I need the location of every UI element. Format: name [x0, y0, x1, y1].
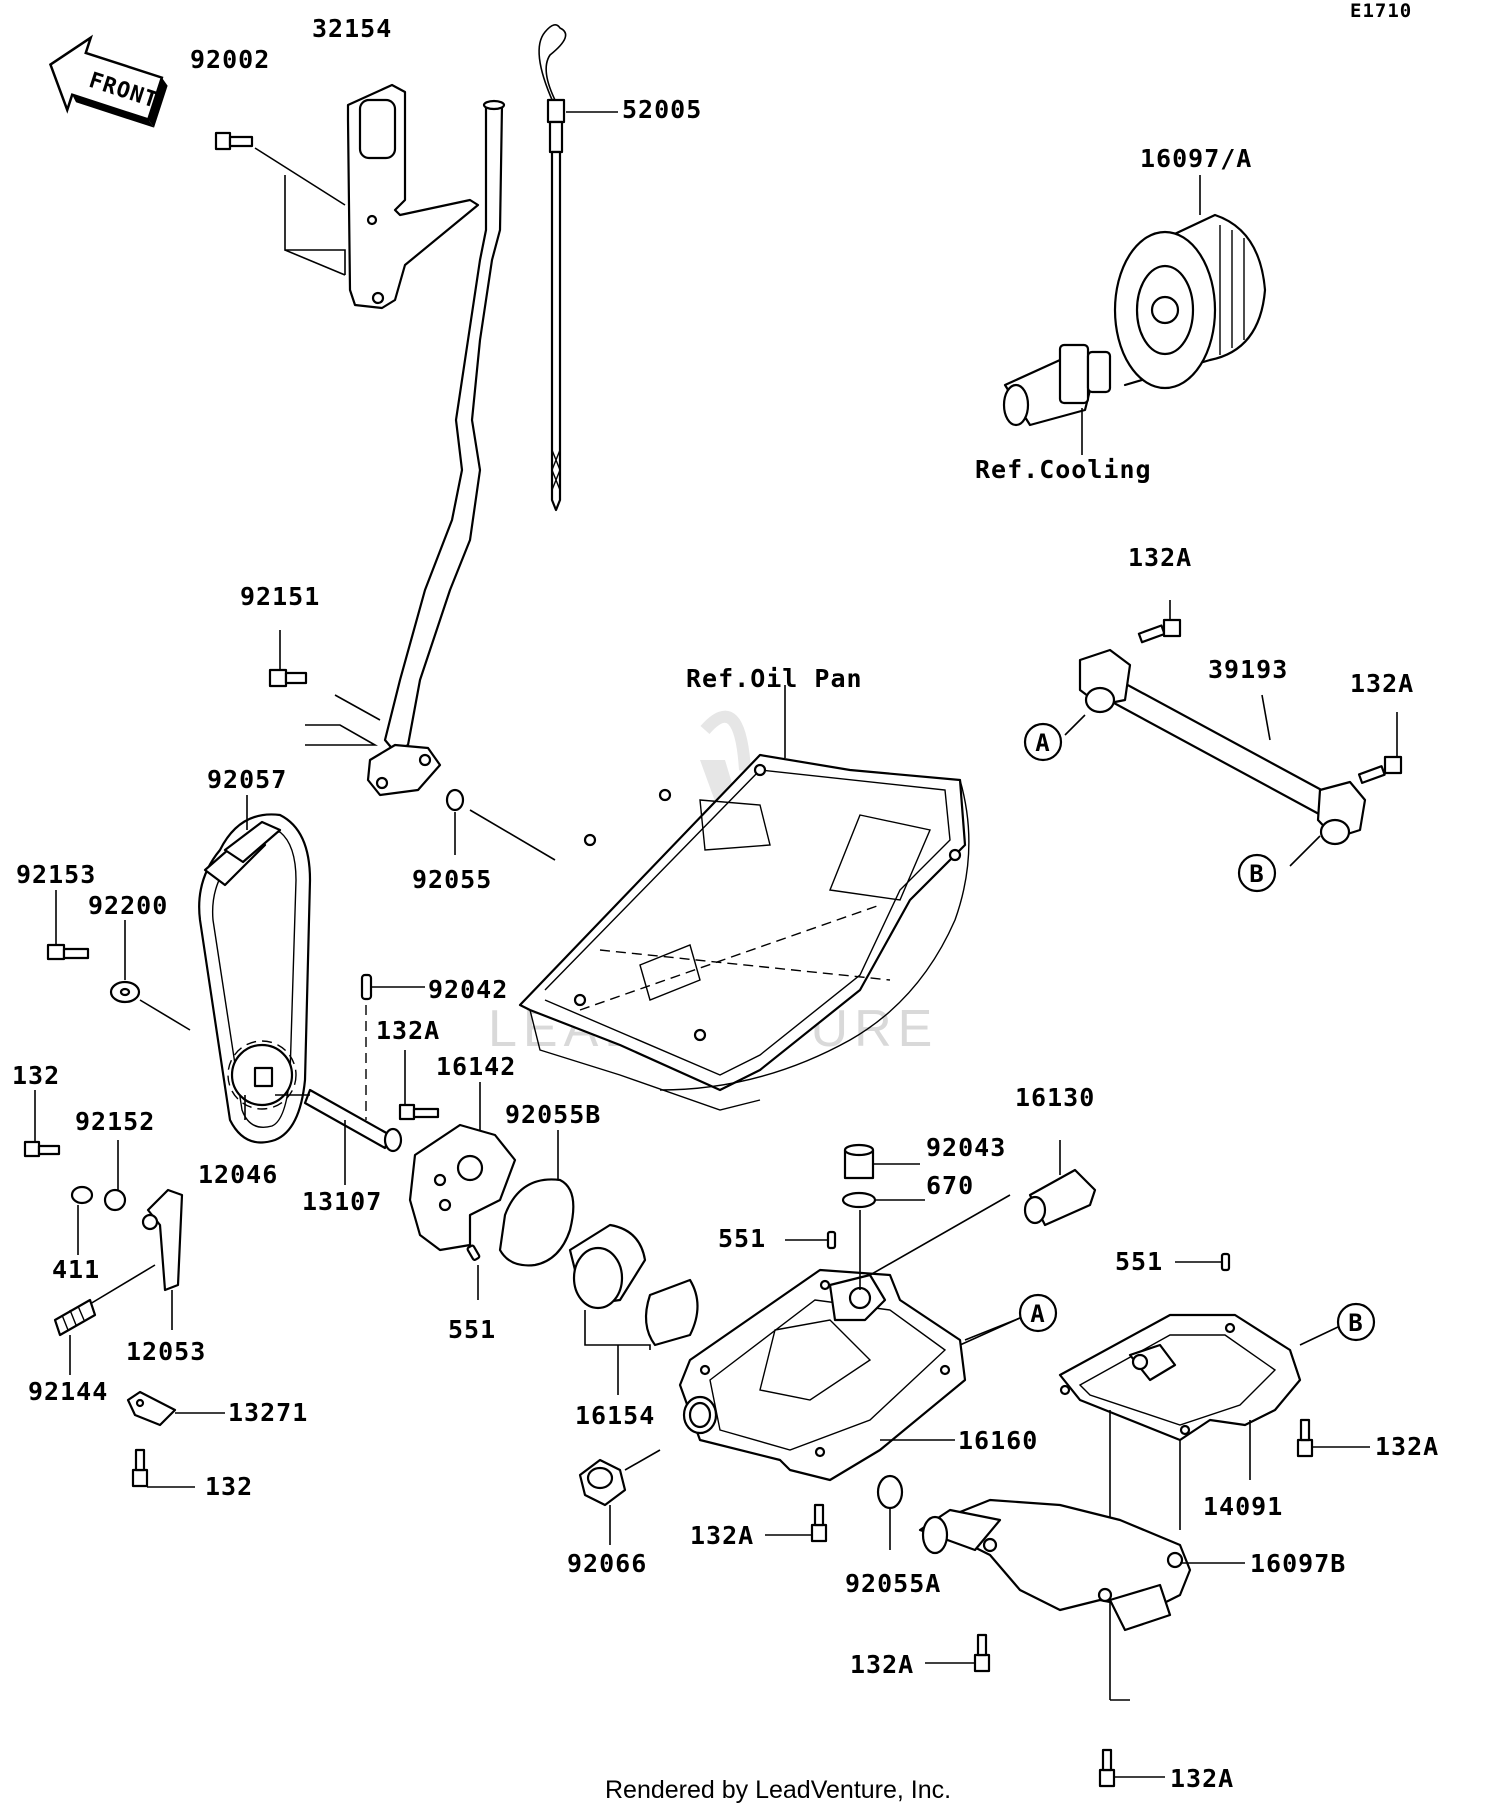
- bolt-92153: [46, 943, 90, 961]
- cooler-cover-16097b: [918, 1498, 1192, 1632]
- label-551-left: 551: [448, 1315, 496, 1344]
- label-92066: 92066: [567, 1549, 647, 1578]
- label-52005: 52005: [622, 95, 702, 124]
- label-14091: 14091: [1203, 1492, 1283, 1521]
- washer-411: [70, 1185, 94, 1205]
- label-132-bottom: 132: [205, 1472, 253, 1501]
- label-16154: 16154: [575, 1401, 655, 1430]
- svg-text:B: B: [1249, 860, 1264, 888]
- bolt-132a-right: [1357, 755, 1403, 784]
- label-16142: 16142: [436, 1052, 516, 1081]
- valve-16130: [1023, 1168, 1097, 1227]
- label-92152: 92152: [75, 1107, 155, 1136]
- label-92055a: 92055A: [845, 1569, 941, 1598]
- ref-oil-pan: Ref.Oil Pan: [686, 664, 863, 693]
- svg-text:B: B: [1348, 1309, 1363, 1337]
- rotor-16154: [568, 1223, 699, 1347]
- bolt-132a-bottom: [1098, 1748, 1116, 1788]
- label-411: 411: [52, 1255, 100, 1284]
- label-16097b: 16097B: [1250, 1549, 1346, 1578]
- ref-cooling: Ref.Cooling: [975, 455, 1152, 484]
- bolt-92002: [214, 131, 254, 151]
- label-92043: 92043: [926, 1133, 1006, 1162]
- gasket-92055b: [498, 1178, 575, 1267]
- oring-670: [841, 1191, 877, 1209]
- callout-b-top: B: [1237, 853, 1277, 893]
- housing-16160: [678, 1268, 967, 1482]
- oil-pump-16142: [408, 1123, 517, 1252]
- label-132a-lower: 132A: [690, 1521, 754, 1550]
- label-92002: 92002: [190, 45, 270, 74]
- label-132: 132: [12, 1061, 60, 1090]
- label-92055b: 92055B: [505, 1100, 601, 1129]
- label-12053: 12053: [126, 1337, 206, 1366]
- washer-92200: [109, 980, 141, 1004]
- sprocket-12046: [227, 1040, 297, 1110]
- footer-credit: Rendered by LeadVenture, Inc.: [605, 1776, 951, 1804]
- bolt-132a-top: [1137, 618, 1182, 644]
- label-39193: 39193: [1208, 655, 1288, 684]
- dipstick-52005: [538, 24, 567, 512]
- label-132a-pump: 132A: [376, 1016, 440, 1045]
- bracket-32154: [346, 83, 480, 310]
- label-92151: 92151: [240, 582, 320, 611]
- front-arrow-icon: FRONT: [48, 34, 168, 128]
- pipe-39193: [1078, 648, 1367, 846]
- oring-92055a: [876, 1474, 904, 1510]
- bolt-132-bottom: [131, 1448, 149, 1488]
- label-16160: 16160: [958, 1426, 1038, 1455]
- bolt-132-left: [23, 1140, 61, 1158]
- dowel-551-left: [466, 1244, 481, 1261]
- bolt-132a-b: [1296, 1418, 1314, 1458]
- bolt-132a-cover: [973, 1633, 991, 1673]
- callout-b-bottom: B: [1336, 1302, 1376, 1342]
- label-92153: 92153: [16, 860, 96, 889]
- svg-text:A: A: [1035, 729, 1050, 757]
- filter-fitting: [1002, 343, 1112, 427]
- pin-92042: [360, 973, 373, 1001]
- oring-92055: [445, 788, 465, 812]
- label-16130: 16130: [1015, 1083, 1095, 1112]
- cover-14091: [1058, 1313, 1302, 1442]
- bolt-132a-pump: [398, 1103, 440, 1121]
- plate-13271: [126, 1390, 177, 1427]
- label-132a-bottom: 132A: [1170, 1764, 1234, 1793]
- label-132a-right: 132A: [1350, 669, 1414, 698]
- label-92055: 92055: [412, 865, 492, 894]
- label-13271: 13271: [228, 1398, 308, 1427]
- shaft-13107: [303, 1088, 403, 1153]
- label-16097a: 16097/A: [1140, 144, 1252, 173]
- tube-flange: [366, 743, 442, 797]
- label-32154: 32154: [312, 14, 392, 43]
- label-551-mid: 551: [718, 1224, 766, 1253]
- guide-12053: [141, 1188, 184, 1292]
- bolt-92151: [268, 668, 308, 688]
- label-92057: 92057: [207, 765, 287, 794]
- label-13107: 13107: [302, 1187, 382, 1216]
- label-132a-cover: 132A: [850, 1650, 914, 1679]
- plug-92066: [578, 1458, 627, 1507]
- label-92144: 92144: [28, 1377, 108, 1406]
- nut-92152: [103, 1188, 127, 1212]
- label-551-right: 551: [1115, 1247, 1163, 1276]
- label-132a-b: 132A: [1375, 1432, 1439, 1461]
- label-92200: 92200: [88, 891, 168, 920]
- collar-92043: [843, 1143, 875, 1180]
- callout-a-top: A: [1023, 722, 1063, 762]
- oil-pan: [518, 753, 970, 1111]
- dowel-551-mid: [826, 1230, 837, 1250]
- svg-text:A: A: [1030, 1300, 1045, 1328]
- bolt-132a-lower: [810, 1503, 828, 1543]
- oil-filter-16097a: [1113, 213, 1267, 390]
- callout-a-bottom: A: [1018, 1293, 1058, 1333]
- diagram-code: E1710: [1350, 0, 1412, 22]
- label-12046: 12046: [198, 1160, 278, 1189]
- label-670: 670: [926, 1171, 974, 1200]
- label-92042: 92042: [428, 975, 508, 1004]
- label-132a-top: 132A: [1128, 543, 1192, 572]
- spring-92144: [53, 1298, 97, 1337]
- dowel-551-right: [1220, 1252, 1231, 1272]
